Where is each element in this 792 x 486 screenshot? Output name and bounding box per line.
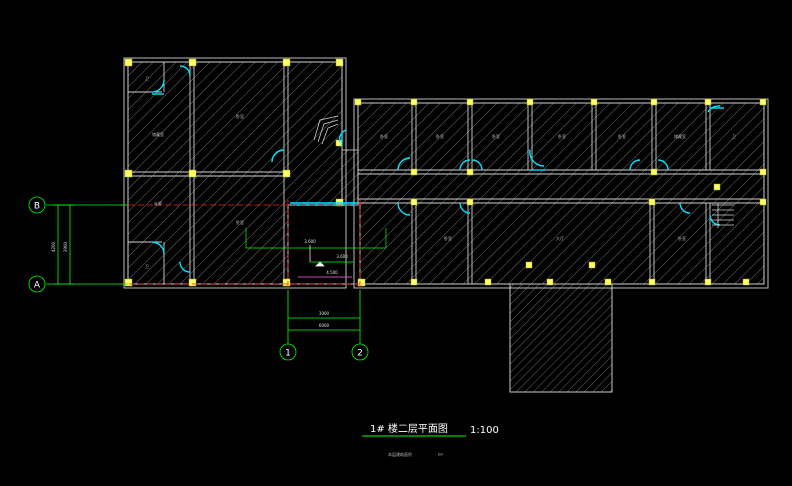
columns (124, 58, 767, 287)
room-left-store: 储藏室 (152, 131, 164, 137)
stair-left (313, 115, 339, 145)
axis-bubble-a (28, 275, 46, 293)
level-mark-b: 3.600 (336, 254, 348, 259)
room-right-bottom-hall: 大厅 (556, 235, 564, 241)
room-right-6: 储藏室 (674, 133, 686, 139)
drawing-scale: 1:100 (470, 425, 499, 436)
walls-right-block (353, 98, 769, 289)
dim-span-inner: 3900 (63, 241, 68, 252)
south-terrace (509, 283, 613, 393)
axis-label-a: A (34, 281, 41, 291)
walls-left-block (123, 57, 347, 289)
room-right-4: 卧室 (558, 133, 566, 139)
room-left-top-big: 卧室 (236, 113, 244, 119)
building-plan: B A 1 2 4200 3900 3000 6000 3.600 3.600 … (28, 57, 769, 393)
room-right-2: 卧室 (436, 133, 444, 139)
axis-bubble-2 (351, 343, 369, 361)
dim-bay-small: 3000 (319, 311, 330, 316)
axis-bubble-b (28, 196, 46, 214)
room-left-mid: 走廊 (154, 200, 162, 206)
stair-opening (287, 204, 361, 285)
room-left-bottom-big: 卧室 (236, 219, 244, 225)
axis-label-b: B (34, 202, 40, 212)
room-left-bottom-small: 卫 (145, 264, 149, 269)
level-mark-a: 3.600 (304, 239, 316, 244)
area-note-unit: m² (438, 452, 444, 457)
room-right-3: 卧室 (492, 133, 500, 139)
axis-grid (28, 196, 369, 361)
drawing-title: 1# 楼二层平面图 (370, 422, 448, 435)
stair-right (712, 203, 734, 228)
level-markers (245, 228, 387, 278)
axis-label-2: 2 (357, 349, 363, 359)
room-labels: 卫 卧室 储藏室 走廊 卫 卧室 卧室 卧室 卧室 卧室 卧室 储藏室 卫 卧室… (145, 76, 736, 269)
area-note-label: 本层建筑面积 (388, 451, 412, 457)
room-right-7: 卫 (732, 134, 736, 139)
room-right-bottom-a: 卧室 (444, 235, 452, 241)
dim-span-outer: 4200 (51, 241, 56, 252)
axis-bubble-1 (279, 343, 297, 361)
dim-bay-total: 6000 (319, 323, 330, 328)
section-lines (120, 200, 361, 300)
axis-label-1: 1 (285, 349, 291, 359)
level-mark-c: 4.500 (326, 270, 338, 275)
title-block: 1# 楼二层平面图 1:100 本层建筑面积 m² (362, 422, 499, 457)
room-right-bottom-c: 卧室 (678, 235, 686, 241)
room-right-5: 卧室 (618, 133, 626, 139)
right-block-floor (357, 102, 765, 285)
room-right-1: 卧室 (380, 133, 388, 139)
room-left-top-small: 卫 (145, 76, 149, 81)
